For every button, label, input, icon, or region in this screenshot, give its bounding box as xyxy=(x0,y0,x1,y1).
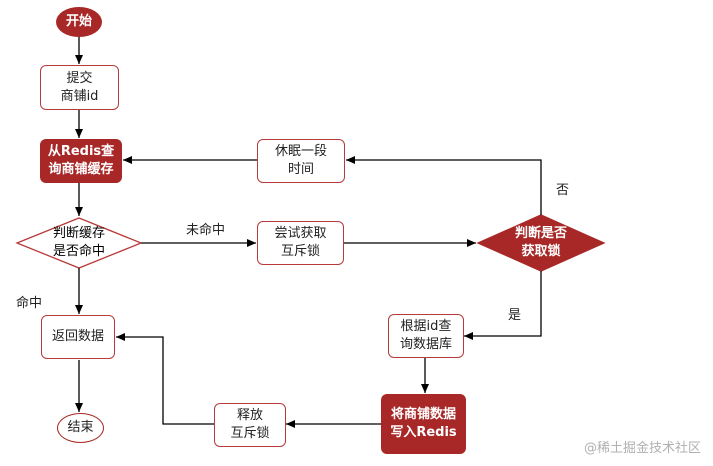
watermark: @稀土掘金技术社区 xyxy=(583,441,701,456)
return-data-node: 返回数据 xyxy=(41,315,115,359)
edge-label-hit: 命中 xyxy=(16,296,43,311)
submit-id-node: 提交 商铺id xyxy=(40,65,119,110)
edge-label-yes: 是 xyxy=(508,308,522,323)
query-db-node: 根据id查 询数据库 xyxy=(388,314,464,358)
edge-label-miss: 未命中 xyxy=(186,223,226,238)
end-node: 结束 xyxy=(57,413,104,443)
check-cache-label: 判断缓存 是否命中 xyxy=(52,226,105,259)
start-node: 开始 xyxy=(56,7,102,37)
edge-checklock-querydb xyxy=(464,271,542,340)
release-lock-node: 释放 互斥锁 xyxy=(214,403,286,447)
edge-label-no: 否 xyxy=(556,183,570,198)
edge-release-return xyxy=(116,333,214,425)
write-redis-node: 将商铺数据 写入Redis xyxy=(381,394,466,454)
sleep-node: 休眠一段 时间 xyxy=(257,139,345,183)
check-lock-label: 判断是否 获取锁 xyxy=(514,226,567,259)
edge-checklock-sleep xyxy=(346,156,542,215)
query-redis-node: 从Redis查 询商铺缓存 xyxy=(40,139,122,183)
try-lock-node: 尝试获取 互斥锁 xyxy=(257,221,344,265)
